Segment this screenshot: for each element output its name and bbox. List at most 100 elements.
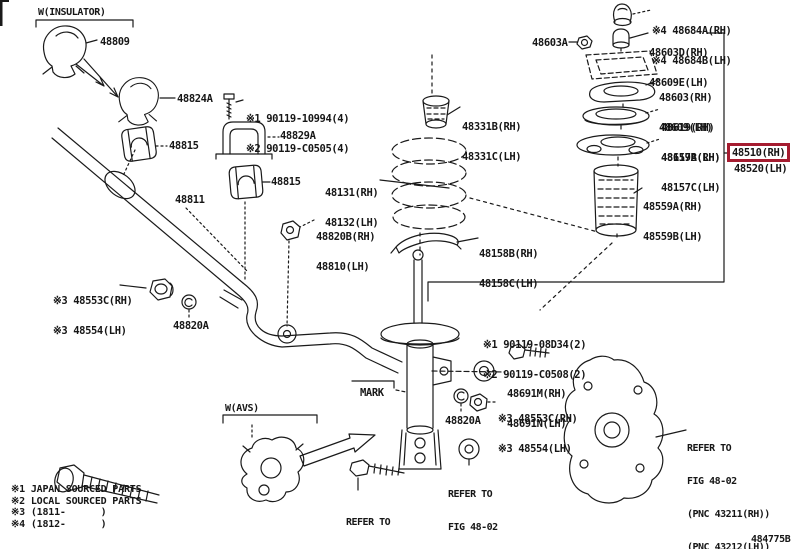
avs-group-bracket	[222, 414, 318, 424]
legend-line-4: ※4 (1812- )	[11, 519, 107, 530]
part-label-48824A[interactable]: 48824A	[177, 93, 213, 105]
avs-group-label: W(AVS)	[225, 403, 259, 414]
part-label-48157[interactable]: 48157B(RH) 48157C(LH)	[661, 133, 721, 203]
refer-note-knuckle: REFER TO FIG 48-02 (PNC 43211(RH)) (PNC …	[687, 443, 770, 549]
part-label-48820A-left[interactable]: 48820A	[173, 320, 209, 332]
part-label-48553C-center[interactable]: ※3 48553C(RH) ※3 48554(LH)	[498, 394, 578, 464]
legend-line-2: ※2 LOCAL SOURCED PARTS	[11, 496, 142, 507]
part-number[interactable]: 48158B(RH)	[479, 248, 539, 260]
legend-line-3: ※3 (1811- )	[11, 507, 107, 518]
part-label-48603D[interactable]: 48603D(RH) 48609E(LH)	[649, 28, 709, 98]
direction-arrow	[299, 433, 376, 467]
part-drawing-48815-upper	[120, 125, 158, 163]
part-drawing-avs-variant	[240, 424, 305, 503]
part-drawing-48820A-left	[181, 294, 197, 310]
part-label-48553C-left[interactable]: ※3 48553C(RH) ※3 48554(LH)	[53, 276, 133, 346]
assembly-dashed-lines	[419, 47, 624, 311]
part-drawing-48619-seat	[582, 106, 650, 126]
part-number[interactable]: ※3 48554(LH)	[53, 325, 127, 337]
part-label-48331[interactable]: 48331B(RH) 48331C(LH)	[462, 102, 522, 172]
part-label-48131[interactable]: 48131(RH) 48132(LH)	[325, 168, 379, 238]
part-number[interactable]: 48820B(RH)	[316, 231, 376, 243]
part-number[interactable]: 48132(LH)	[325, 217, 379, 229]
part-number[interactable]: 48619A(LH)	[661, 152, 721, 164]
part-number-highlighted[interactable]: 48510(RH)	[732, 146, 786, 159]
part-number[interactable]: 48810(LH)	[316, 261, 370, 273]
part-drawing-48553C-center	[469, 393, 488, 412]
part-label-48619[interactable]: 48619(RH) 48619A(LH)	[661, 103, 721, 173]
part-label-48691[interactable]: 48691M(RH) 48691N(LH)	[507, 369, 567, 439]
part-number[interactable]: 48609E(LH)	[649, 77, 709, 89]
part-drawing-48815-lower	[228, 164, 264, 200]
part-number[interactable]: 48619(RH)	[661, 122, 715, 134]
part-number[interactable]: ※3 48554(LH)	[498, 443, 572, 455]
part-drawing-48603D-cover	[612, 28, 630, 49]
part-number[interactable]: ※2 90119-C0508(2)	[483, 369, 587, 381]
part-drawing-48603-support	[585, 50, 658, 103]
part-label-bolt-upper[interactable]: ※1 90119-10994(4) ※2 90119-C0505(4)	[246, 94, 350, 164]
part-number[interactable]: 48609(LH)	[659, 122, 713, 134]
part-label-48820B[interactable]: 48820B(RH) 48810(LH)	[316, 212, 376, 282]
part-label-48603A[interactable]: 48603A	[532, 37, 568, 49]
insulator-group-label: W(INSULATOR)	[38, 7, 106, 18]
part-number[interactable]: 48331B(RH)	[462, 121, 522, 133]
part-label-48820A-center[interactable]: 48820A	[445, 415, 481, 427]
part-drawing-48158-spring-seat	[390, 232, 462, 254]
part-drawing-48809	[42, 25, 87, 79]
part-number[interactable]: ※2 90119-C0505(4)	[246, 143, 350, 155]
mark-label: MARK	[360, 387, 384, 399]
part-drawing-48820A-center	[453, 388, 469, 404]
part-number[interactable]: ※1 90119-08D34(2)	[483, 339, 587, 351]
refer-note-strut-nut: REFER TO FIG 48-02 (PNC 43211L(RH)) (PNC…	[448, 489, 498, 533]
part-number[interactable]: ※4 48684B(LH)	[652, 55, 732, 67]
part-number[interactable]: 48603(RH)	[659, 92, 713, 104]
part-number[interactable]: 48559B(LH)	[643, 231, 703, 243]
hang-line-48815-upper	[122, 149, 136, 177]
part-drawing-48559-dust-cover	[593, 164, 639, 237]
part-label-48684[interactable]: ※4 48684A(RH) ※4 48684B(LH)	[652, 6, 732, 76]
assembly-bracket-line	[427, 32, 728, 302]
part-number[interactable]: ※3 48553C(RH)	[498, 413, 578, 425]
part-number[interactable]: 48158C(LH)	[479, 278, 539, 290]
part-number[interactable]: 48157B(RH)	[661, 152, 721, 164]
insulator-group-bracket	[35, 19, 134, 28]
part-drawing-48157-insulator	[576, 134, 650, 156]
part-number[interactable]: ※1 90119-10994(4)	[246, 113, 350, 125]
part-number[interactable]: 48157C(LH)	[661, 182, 721, 194]
part-number[interactable]: 48691N(LH)	[507, 418, 567, 430]
figure-code: 484775B	[751, 534, 791, 545]
part-label-48811[interactable]: 48811	[175, 194, 205, 206]
part-drawing-48331-bump-stop	[422, 95, 450, 129]
leader-lines	[85, 9, 687, 491]
part-drawing-48824A	[118, 77, 159, 126]
part-drawing-strut-nut	[458, 438, 480, 460]
part-number[interactable]: ※3 48553C(RH)	[53, 295, 133, 307]
mark-pointer	[351, 380, 407, 393]
part-label-48829A[interactable]: 48829A	[280, 130, 316, 142]
part-label-bolt-lower[interactable]: ※1 90119-08D34(2) ※2 90119-C0508(2)	[483, 320, 587, 390]
part-label-48520[interactable]: 48520(LH)	[734, 163, 788, 175]
part-number[interactable]: 48131(RH)	[325, 187, 379, 199]
part-number[interactable]: 48691M(RH)	[507, 388, 567, 400]
part-number[interactable]: 48331C(LH)	[462, 151, 522, 163]
part-label-48815-lower[interactable]: 48815	[271, 176, 301, 188]
part-drawing-48811-stabilizer-bar	[51, 127, 403, 374]
part-number[interactable]: 48603D(RH)	[649, 47, 709, 59]
legend-line-1: ※1 JAPAN SOURCED PARTS	[11, 484, 142, 495]
part-drawing-48684-cap	[612, 3, 632, 27]
part-number[interactable]: ※4 48684A(RH)	[652, 25, 732, 37]
part-label-48603[interactable]: 48603(RH) 48609(LH)	[659, 73, 713, 143]
part-label-48815-upper[interactable]: 48815	[169, 140, 199, 152]
part-label-48809[interactable]: 48809	[100, 36, 130, 48]
part-drawing-strut-bolt	[349, 459, 405, 477]
part-drawing-knuckle-bolt	[54, 464, 160, 504]
part-number[interactable]: 48559A(RH)	[643, 201, 703, 213]
highlighted-part-box[interactable]: 48510(RH)	[727, 143, 791, 162]
part-label-48559[interactable]: 48559A(RH) 48559B(LH)	[643, 182, 703, 252]
part-drawing-knuckle	[563, 355, 664, 504]
part-drawing-strut	[380, 249, 460, 470]
screen-edge-artifact	[0, 0, 9, 26]
part-label-48158[interactable]: 48158B(RH) 48158C(LH)	[479, 229, 539, 299]
